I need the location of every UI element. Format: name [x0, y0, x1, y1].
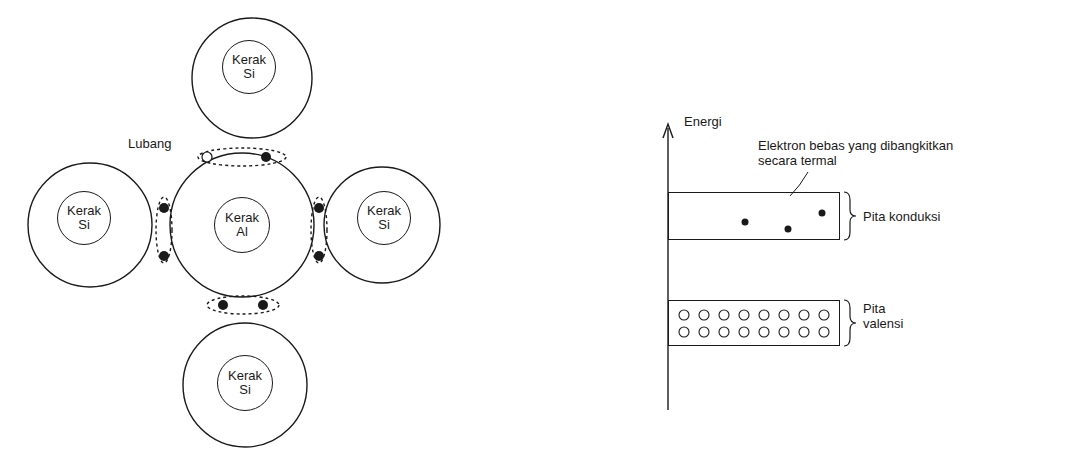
- electron-dot: [261, 152, 271, 162]
- band-bracket: [844, 192, 856, 240]
- band-name: Pita valensi: [863, 301, 913, 331]
- hole-symbol: [679, 327, 689, 337]
- atom-core: Kerak Si: [57, 191, 111, 245]
- band-bracket: [844, 300, 856, 346]
- annotation: Elektron bebas yang dibangkitkan secara …: [758, 138, 958, 168]
- hole-label: Lubang: [128, 136, 208, 151]
- hole-symbol: [719, 310, 729, 320]
- hole-symbol: [699, 327, 709, 337]
- hole-symbol: [759, 327, 769, 337]
- hole-symbol: [779, 310, 789, 320]
- electron-dot: [218, 300, 228, 310]
- electron-dot: [314, 251, 324, 261]
- hole-symbol: [739, 327, 749, 337]
- hole-symbol: [799, 310, 809, 320]
- hole-symbol: [679, 310, 689, 320]
- free-electron: [819, 210, 826, 217]
- band-name: Pita konduksi: [863, 209, 983, 224]
- energy-band: Pita valensi: [668, 300, 840, 346]
- si-shell: [183, 323, 307, 447]
- si-shell: [192, 18, 312, 138]
- hole-symbol: [719, 327, 729, 337]
- axis-arrowhead: [663, 124, 673, 138]
- energy-axis: [667, 128, 668, 410]
- hole-symbol: [819, 327, 829, 337]
- hole-symbol: [819, 310, 829, 320]
- electron-dot: [314, 203, 324, 213]
- hole-symbol: [759, 310, 769, 320]
- atom-core: Kerak Si: [217, 355, 273, 411]
- atom-core: Kerak Si: [357, 191, 411, 245]
- axis-label: Energi: [684, 114, 764, 129]
- hole-symbol: [699, 310, 709, 320]
- atom-label: Kerak Si: [222, 369, 268, 397]
- hole-symbol: [779, 327, 789, 337]
- bond-ellipse: [207, 296, 279, 314]
- si-shell: [324, 167, 440, 283]
- bond-ellipse: [156, 197, 172, 263]
- atom-core: Kerak Al: [214, 197, 270, 253]
- electron-dot: [159, 251, 169, 261]
- al-shell: [170, 153, 314, 297]
- atom-label: Kerak Si: [62, 204, 106, 232]
- electron-dot: [258, 300, 268, 310]
- atom-label: Kerak Si: [362, 204, 406, 232]
- atom-core: Kerak Si: [222, 40, 276, 94]
- atom-label: Kerak Si: [227, 53, 271, 81]
- atom-label: Kerak Al: [219, 211, 265, 239]
- free-electron: [785, 226, 792, 233]
- hole-symbol: [799, 327, 809, 337]
- hole-symbol: [202, 152, 212, 162]
- si-shell: [28, 163, 152, 287]
- free-electron: [742, 219, 749, 226]
- bond-ellipse: [198, 148, 286, 166]
- electron-dot: [159, 203, 169, 213]
- bond-ellipse: [311, 197, 327, 263]
- energy-band: Pita konduksi: [668, 192, 840, 240]
- hole-symbol: [739, 310, 749, 320]
